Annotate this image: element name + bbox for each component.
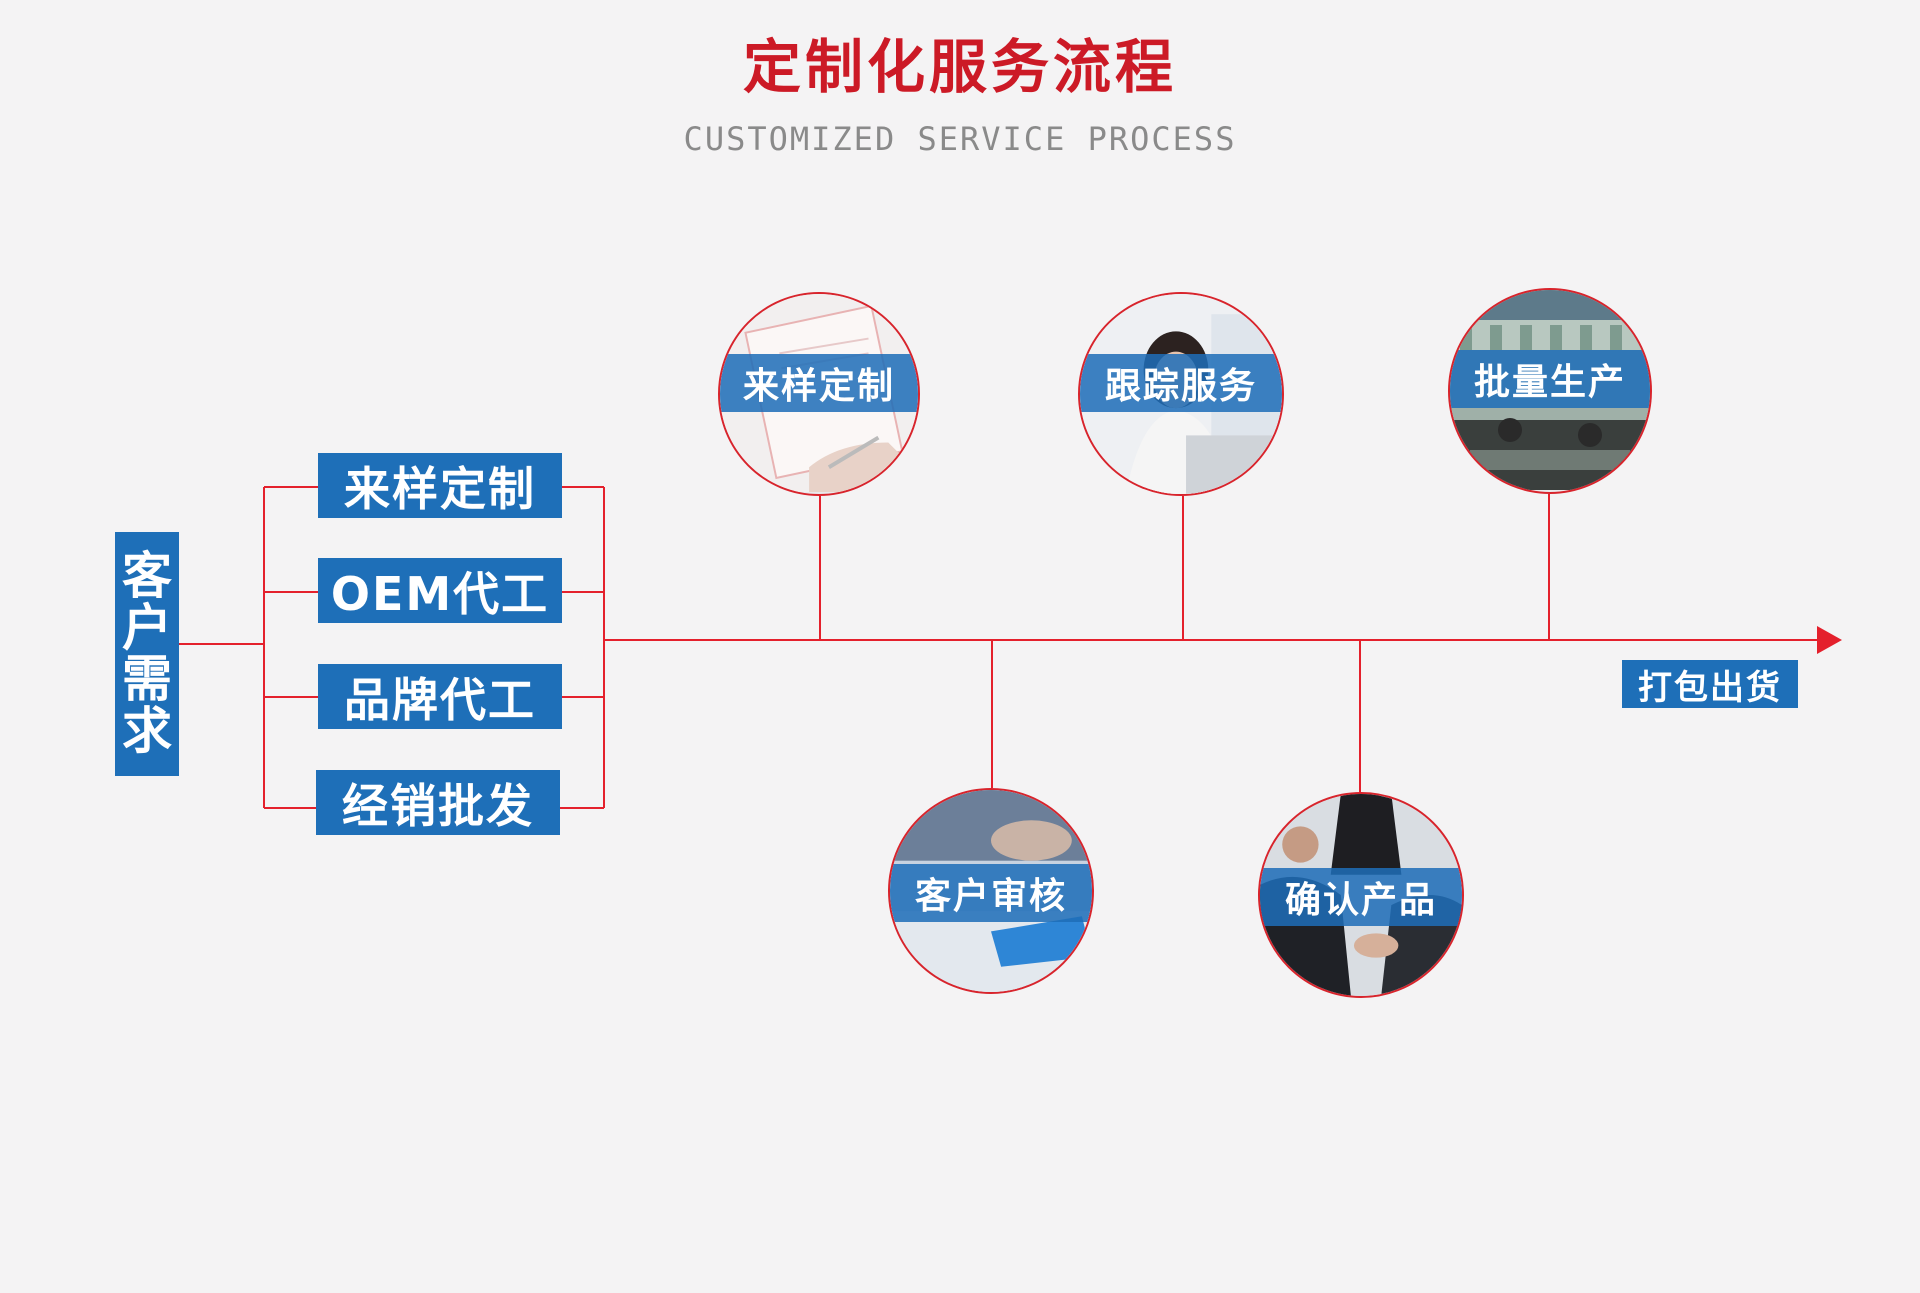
demand-char: 客 xyxy=(122,547,172,605)
customer-demand-box: 客 户 需 求 xyxy=(115,532,179,776)
demand-char: 求 xyxy=(122,701,172,760)
option-brand-oem: 品牌代工 xyxy=(318,664,562,729)
step-label: 来样定制 xyxy=(720,354,918,412)
demand-char: 户 xyxy=(122,598,172,657)
step-confirm-product: 确认产品 xyxy=(1258,792,1464,998)
step-customer-review: 客户审核 xyxy=(888,788,1094,994)
option-oem: OEM代工 xyxy=(318,558,562,623)
step-label: 客户审核 xyxy=(890,864,1092,922)
option-distribution: 经销批发 xyxy=(316,770,560,835)
step-tracking-service: 跟踪服务 xyxy=(1078,292,1284,496)
page-subtitle: CUSTOMIZED SERVICE PROCESS xyxy=(683,120,1237,158)
final-step-ship: 打包出货 xyxy=(1622,660,1798,708)
option-sample-custom: 来样定制 xyxy=(318,453,562,518)
step-mass-production: 批量生产 xyxy=(1448,288,1652,494)
demand-char: 需 xyxy=(122,650,172,708)
page-title: 定制化服务流程 xyxy=(742,33,1177,101)
timeline-arrowhead xyxy=(1817,626,1842,654)
step-label: 批量生产 xyxy=(1450,350,1650,408)
step-label: 确认产品 xyxy=(1260,868,1462,926)
step-label: 跟踪服务 xyxy=(1080,354,1282,412)
step-sample-custom: 来样定制 xyxy=(718,292,920,496)
